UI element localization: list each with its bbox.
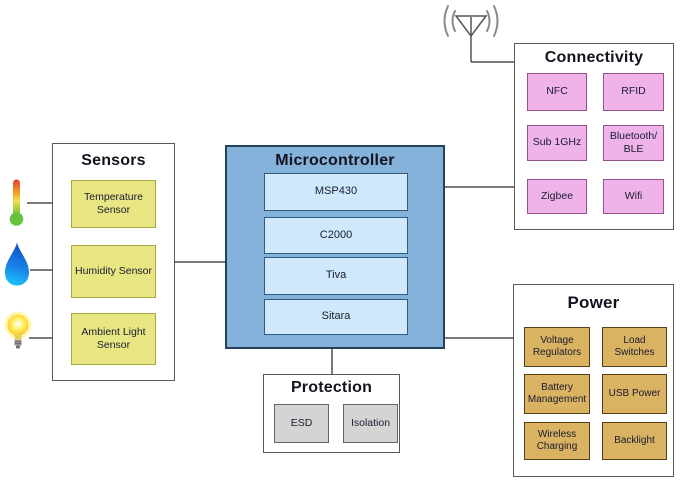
- load-switches-node: Load Switches: [602, 327, 667, 367]
- sitara-node: Sitara: [264, 299, 408, 335]
- backlight-node: Backlight: [602, 422, 667, 460]
- isolation-node: Isolation: [343, 404, 398, 443]
- battery-management-node: Battery Management: [524, 374, 590, 414]
- tiva-node: Tiva: [264, 257, 408, 295]
- water-drop-icon: [5, 242, 29, 286]
- c2000-node: C2000: [264, 217, 408, 254]
- ambient-light-sensor-node: Ambient Light Sensor: [71, 313, 156, 365]
- bluetooth-ble-node: Bluetooth/ BLE: [603, 125, 664, 161]
- wifi-node: Wifi: [603, 179, 664, 214]
- nfc-node: NFC: [527, 73, 587, 111]
- sub-1ghz-node: Sub 1GHz: [527, 125, 587, 161]
- esd-node: ESD: [274, 404, 329, 443]
- power-title: Power: [567, 293, 620, 312]
- msp430-node: MSP430: [264, 173, 408, 211]
- protection-group: Protection ESD Isolation: [263, 374, 400, 453]
- connectivity-group: Connectivity NFC RFID Sub 1GHz Bluetooth…: [514, 43, 674, 230]
- rfid-node: RFID: [603, 73, 664, 111]
- sensors-group: Sensors Temperature Sensor Humidity Sens…: [52, 143, 175, 381]
- wireless-charging-node: Wireless Charging: [524, 422, 590, 460]
- microcontroller-group: Microcontroller MSP430 C2000 Tiva Sitara: [225, 145, 445, 349]
- microcontroller-title: Microcontroller: [275, 152, 395, 169]
- protection-title: Protection: [290, 379, 373, 396]
- thermometer-icon: [9, 179, 24, 226]
- voltage-regulators-node: Voltage Regulators: [524, 327, 590, 367]
- connectivity-title: Connectivity: [544, 49, 644, 66]
- power-group: Power Voltage Regulators Load Switches B…: [513, 284, 674, 477]
- antenna-icon: [443, 5, 514, 63]
- light-bulb-icon: [4, 311, 32, 349]
- temperature-sensor-node: Temperature Sensor: [71, 180, 156, 228]
- humidity-sensor-node: Humidity Sensor: [71, 245, 156, 298]
- sensors-title: Sensors: [81, 152, 146, 169]
- usb-power-node: USB Power: [602, 374, 667, 414]
- zigbee-node: Zigbee: [527, 179, 587, 214]
